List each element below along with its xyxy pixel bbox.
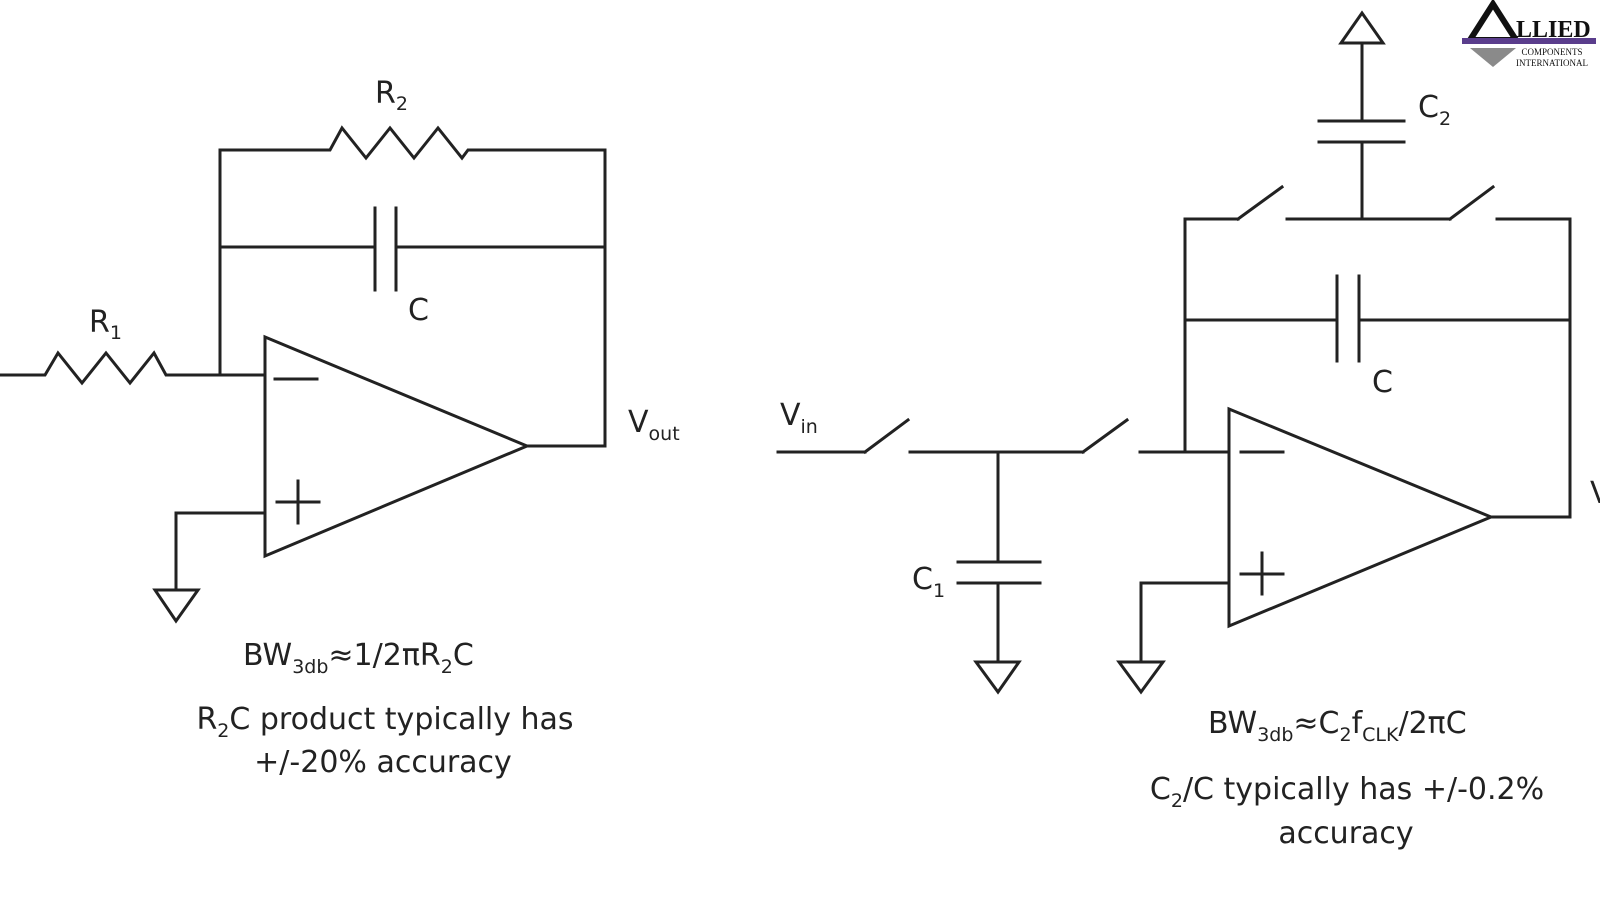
left-rc-integrator-circuit: R2 C R1 Vout BW3db≈1/2πR2C R2C product t… [0,76,680,780]
logo-gray-triangle [1470,48,1516,67]
right-ground-icon [1116,660,1166,695]
logo-line1: COMPONENTS [1521,47,1582,57]
r1-label: R1 [89,305,122,344]
r1-resistor [0,350,220,386]
r2-resistor [218,125,607,161]
right-vout-label-partial: V [1590,476,1600,511]
left-caption-line2: +/-20% accuracy [254,745,512,780]
logo-purple-bar [1462,38,1596,44]
switch-3-blade [1235,184,1285,222]
left-ground-wire [174,511,264,592]
c1-label: C1 [912,562,945,602]
right-bandwidth-equation: BW3db≈C2fCLK/2πC [1208,706,1467,746]
right-caption-line1: C2/C typically has +/-0.2% [1150,772,1544,812]
r2-label: R2 [375,76,408,115]
left-caption-line1: R2C product typically has [196,702,573,742]
right-ground-wire [1139,581,1229,664]
switch-2-blade [1080,417,1130,455]
allied-components-logo: LLIED COMPONENTS INTERNATIONAL [1462,0,1596,68]
right-switched-cap-integrator-circuit: C2 C Vin C1 V BW3db≈C2fCLK/2πC C2/C typi… [776,10,1600,851]
c1-ground-icon [973,660,1022,695]
right-caption-line2: accuracy [1278,816,1413,851]
left-ground-icon [152,588,201,624]
logo-line2: INTERNATIONAL [1516,58,1588,68]
vout-label: Vout [628,405,680,445]
logo-a-triangle [1464,0,1522,43]
switch-1-blade [862,417,911,455]
logo-brand-text: LLIED [1516,17,1591,43]
right-opamp [1227,406,1495,629]
right-cap-c-label: C [1372,365,1393,400]
c2-label: C2 [1418,90,1451,130]
vin-label: Vin [780,398,818,438]
cap-c-label: C [408,293,429,328]
left-opamp [263,334,531,559]
supply-arrow-icon [1338,10,1386,45]
left-bandwidth-equation: BW3db≈1/2πR2C [243,638,474,678]
switch-4-blade [1447,184,1496,222]
